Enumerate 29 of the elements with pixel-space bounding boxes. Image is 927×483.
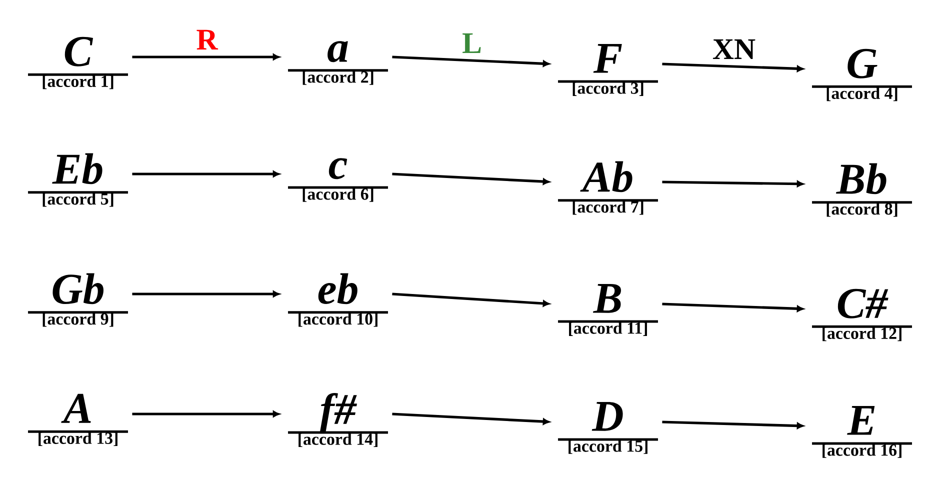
chord-label: C# [accord 12] (812, 288, 912, 342)
arrow (132, 170, 280, 178)
arrow (662, 420, 804, 429)
arrow (392, 56, 550, 67)
chord-label: E [accord 16] (812, 406, 912, 458)
chord-label: Bb [accord 8] (812, 163, 912, 217)
chord-label: eb [accord 10] (288, 273, 388, 327)
arrow (662, 180, 804, 188)
chord-label: A [accord 13] (28, 394, 128, 446)
arrow (132, 410, 280, 418)
arrow (392, 292, 550, 307)
chord-label: B [accord 11] (558, 284, 658, 336)
chord-label: Gb [accord 9] (28, 273, 128, 327)
chord-label: c [accord 6] (288, 158, 388, 202)
chord-label: a [accord 2] (288, 41, 388, 85)
edge-label: L (462, 33, 481, 53)
chord-label: f# [accord 14] (288, 392, 388, 448)
arrow (662, 302, 804, 312)
chord-label: F [accord 3] (558, 44, 658, 96)
chord-label: G [accord 4] (812, 48, 912, 102)
edge-label: R (196, 30, 218, 50)
edge-label: XN (712, 39, 756, 59)
arrow (662, 62, 804, 72)
chord-label: C [accord 1] (28, 36, 128, 90)
arrow (132, 290, 280, 298)
chord-label: D [accord 15] (558, 402, 658, 454)
arrow (132, 54, 280, 60)
arrow (392, 172, 550, 185)
arrow (392, 412, 550, 425)
